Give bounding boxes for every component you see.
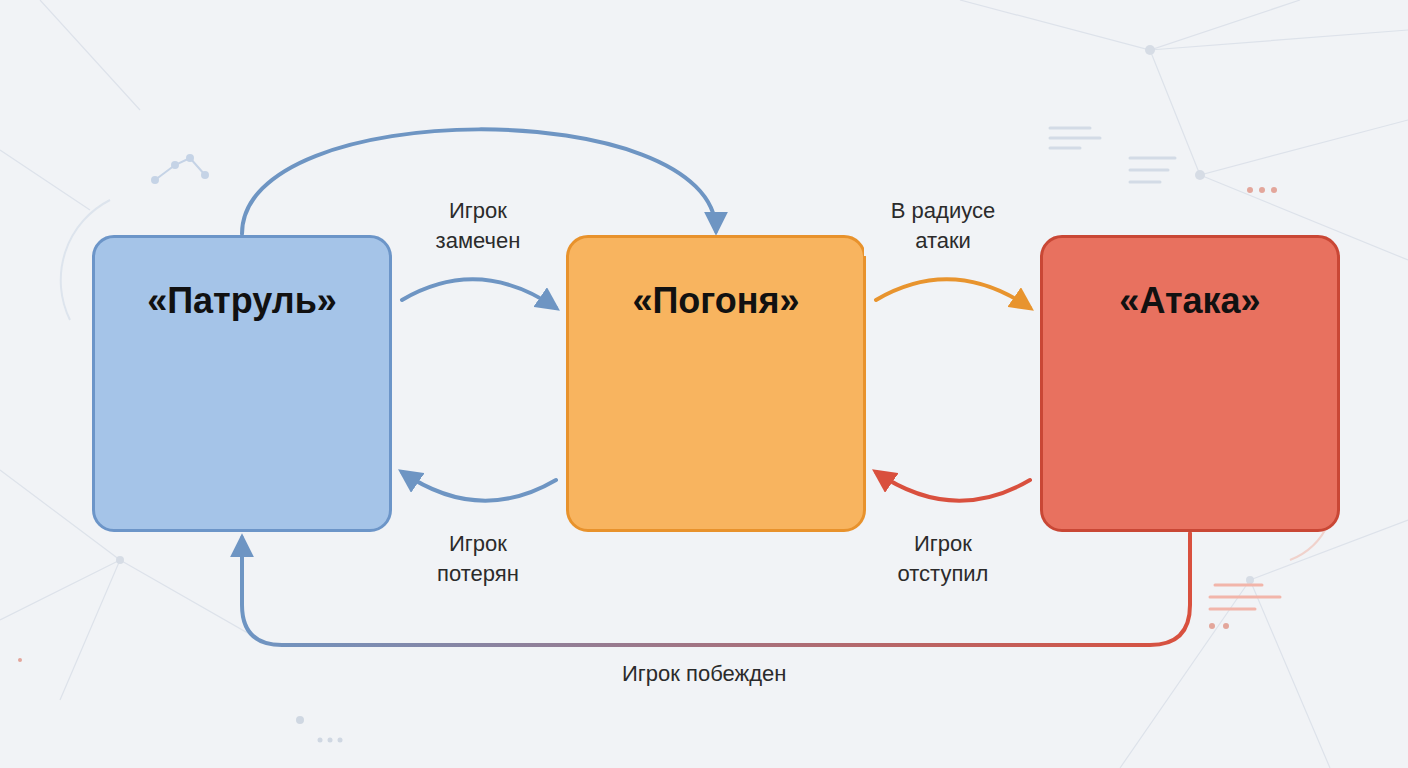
state-box: «Патруль» (92, 235, 392, 532)
state-name: «Атака» (1043, 280, 1337, 322)
state-name: «Погоня» (569, 280, 863, 322)
transition-label: Игрок потерян (414, 529, 542, 589)
transition-label: Игрок отступил (874, 529, 1012, 589)
transition-arrow (402, 472, 556, 501)
transition-label: Игрок побежден (618, 659, 790, 689)
state-name: «Патруль» (95, 280, 389, 322)
transition-arrow (876, 279, 1030, 308)
state-box: «Атака» (1040, 235, 1340, 532)
transition-label: В радиусе атаки (864, 196, 1022, 256)
transition-arrow (242, 533, 1190, 645)
transition-arrow (876, 472, 1030, 501)
transition-arrow (402, 279, 556, 308)
state-box: «Погоня» (566, 235, 866, 532)
transition-label: Игрок замечен (414, 196, 542, 256)
